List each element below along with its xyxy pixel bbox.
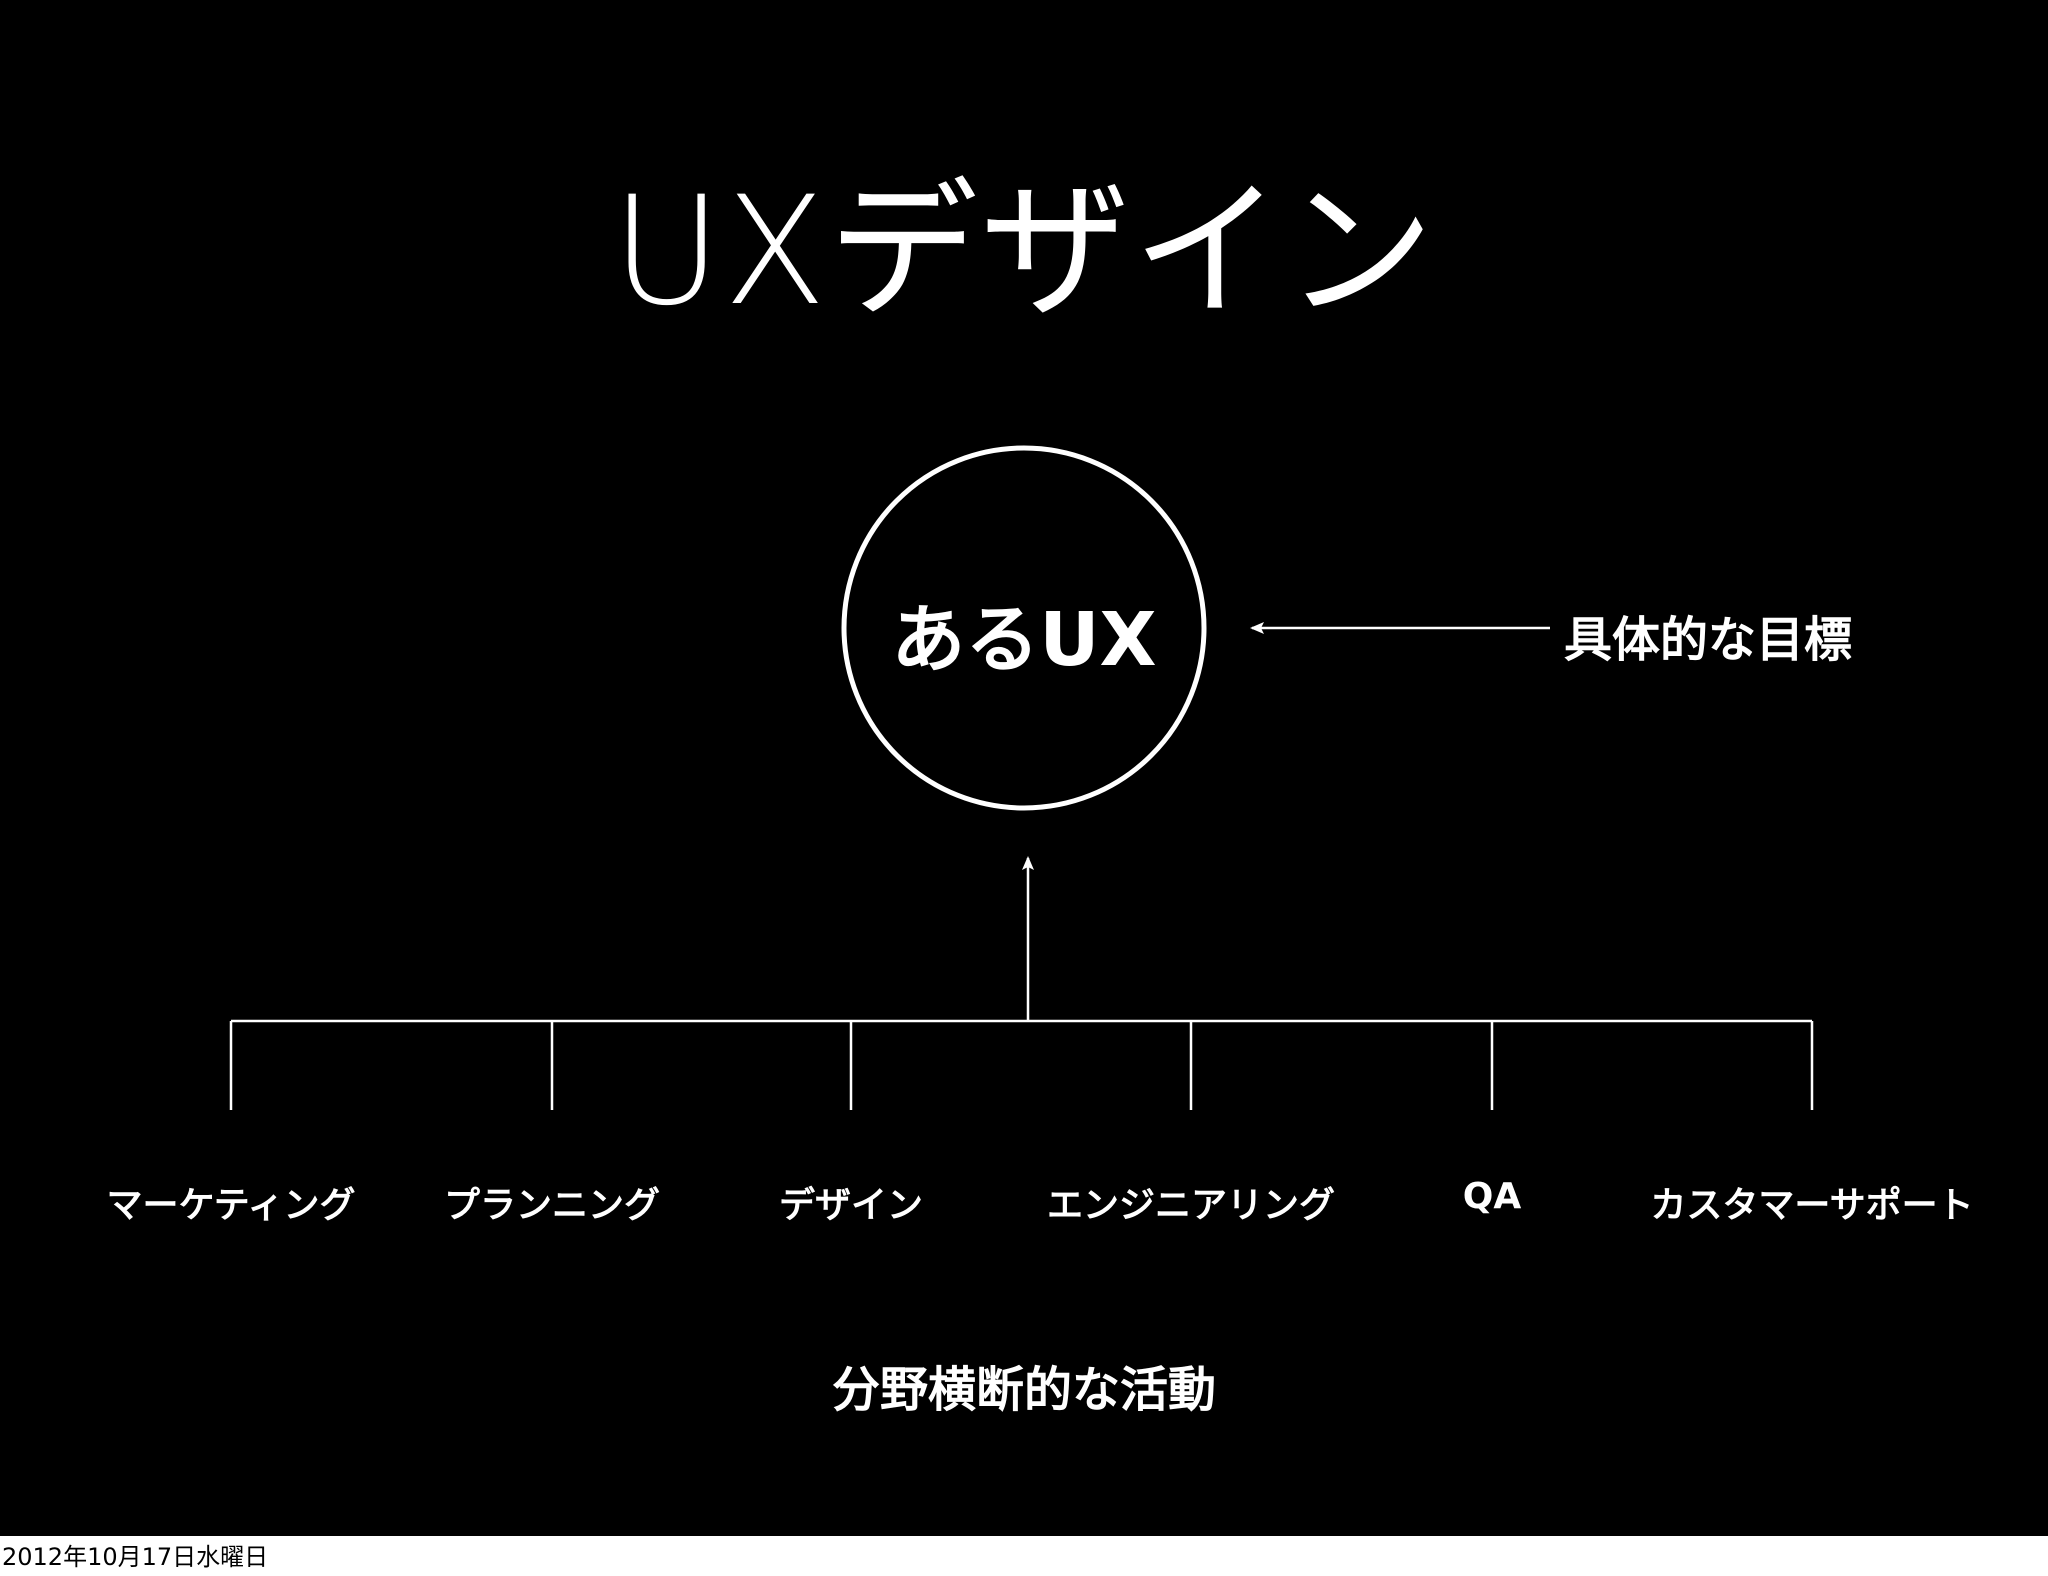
center-circle-label: あるUX xyxy=(891,597,1157,683)
goal-label: 具体的な目標 xyxy=(1563,612,1853,668)
diagram-canvas xyxy=(229,445,1814,1110)
activity-label: カスタマーサポート xyxy=(1650,1185,1974,1226)
activity-label: デザイン xyxy=(778,1185,924,1226)
footer-date: 2012年10月17日水曜日 xyxy=(2,1543,269,1571)
slide: UXデザイン あるUX 具体的な目標 マーケティング プランニング デザイン エ… xyxy=(0,0,2048,1536)
ux-circle xyxy=(841,445,1207,811)
activity-label: QA xyxy=(1462,1176,1522,1217)
bottom-label: 分野横断的な活動 xyxy=(831,1362,1217,1418)
activity-label: エンジニアリング xyxy=(1046,1185,1336,1226)
activity-label: マーケティング xyxy=(106,1185,356,1226)
bracket-ticks xyxy=(229,1021,1814,1110)
activity-label: プランニング xyxy=(443,1185,661,1226)
slide-title: UXデザイン xyxy=(611,165,1437,339)
